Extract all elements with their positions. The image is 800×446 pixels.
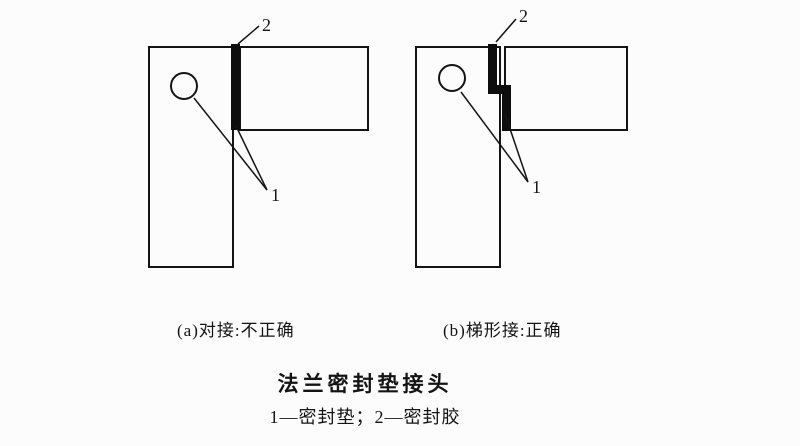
figure-title: 法兰密封垫接头 [277,372,453,396]
leader-line-2a [237,25,260,45]
leader-line-1b-seam [504,113,529,183]
horizontal-flange-a [239,46,369,131]
leader-line-1a-hole [193,97,268,191]
label-1a: 1 [271,185,280,205]
figure-a-butt-joint: 2 1 [148,15,369,268]
label-2a: 2 [262,15,271,35]
sealant-seam-a [231,44,240,130]
leader-line-1b-hole [460,91,529,183]
sealant-seam-b-stepped [488,44,511,131]
figure-legend: 1—密封垫；2—密封胶 [269,407,461,427]
horizontal-flange-b [504,46,628,131]
leader-line-2b [495,18,517,43]
flange-joint-diagram: 2 1 2 1 [148,6,628,268]
subcaption-b: (b)梯形接:正确 [443,321,562,340]
subcaption-a: (a)对接:不正确 [177,321,295,340]
label-2b: 2 [519,6,528,26]
bolt-hole-a [170,72,198,100]
figure-b-stepped-joint: 2 1 [415,6,628,268]
bolt-hole-b [438,64,466,92]
leader-line-1a-seam [235,125,268,191]
label-1b: 1 [532,177,541,197]
